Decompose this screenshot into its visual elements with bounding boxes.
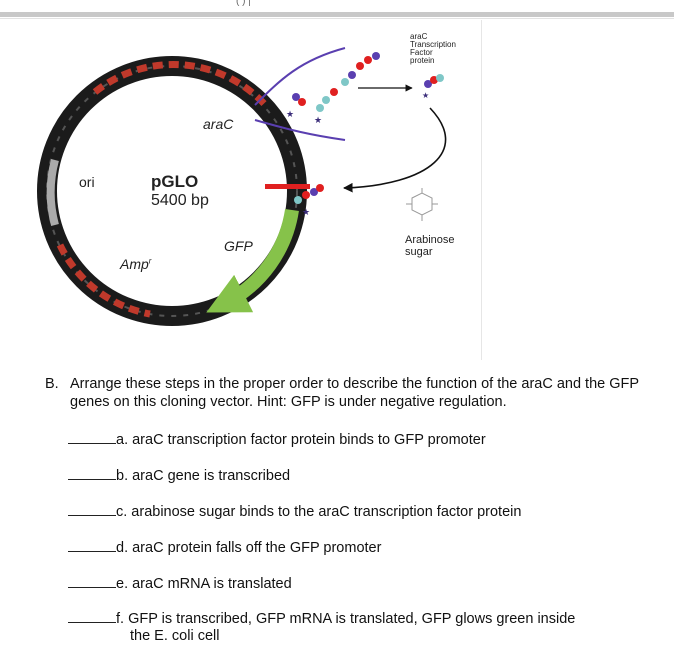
gfp-gene-arrow — [206, 208, 299, 313]
svg-text:★: ★ — [422, 91, 429, 100]
svg-text:★: ★ — [302, 207, 310, 217]
factor-label-line: protein — [410, 56, 435, 65]
arabinose-label-line: Arabinose — [405, 234, 455, 246]
question-text: Arrange these steps in the proper order … — [70, 376, 639, 410]
arrow-to-promoter — [343, 107, 447, 193]
answer-blank[interactable] — [68, 574, 116, 588]
step-item: d. araC protein falls off the GFP promot… — [68, 538, 648, 557]
arabinose-label: Arabinose sugar — [405, 234, 455, 258]
step-item: e. araC mRNA is translated — [68, 574, 648, 593]
answer-blank[interactable] — [68, 538, 116, 552]
amp-gene-label: Ampr — [120, 256, 151, 272]
step-text: b. araC gene is transcribed — [116, 468, 291, 484]
arac-gene-arc — [92, 61, 271, 111]
answer-blank[interactable] — [68, 609, 116, 623]
step-text: d. araC protein falls off the GFP promot… — [116, 540, 382, 556]
factor-label-line: araC — [410, 32, 428, 41]
plasmid-size: 5400 bp — [151, 192, 209, 209]
factor-label-line: Transcription — [410, 40, 456, 49]
svg-text:★: ★ — [286, 109, 294, 119]
step-text: a. araC transcription factor protein bin… — [116, 432, 486, 448]
gfp-promoter-bar — [265, 184, 310, 189]
pglo-plasmid-diagram: ★ ★ ★ ★ — [37, 47, 447, 326]
top-mark: ( ) | — [236, 0, 251, 7]
arabinose-label-line: sugar — [405, 246, 433, 258]
plasmid-name: pGLO — [151, 172, 199, 191]
ori-label: ori — [79, 174, 95, 190]
free-arac-protein: ★ — [422, 74, 444, 100]
step-item: f. GFP is transcribed, GFP mRNA is trans… — [68, 609, 648, 645]
step-text: c. arabinose sugar binds to the araC tra… — [116, 504, 522, 520]
amp-gene-superscript: r — [148, 256, 152, 266]
arabinose-molecule — [406, 188, 438, 221]
step-text: f. GFP is transcribed, GFP mRNA is trans… — [116, 611, 576, 627]
question-b: B. Arrange these steps in the proper ord… — [45, 375, 645, 411]
amp-gene-name: Amp — [120, 256, 149, 272]
gfp-gene-label: GFP — [224, 238, 253, 254]
answer-blank[interactable] — [68, 466, 116, 480]
arac-gene-label: araC — [203, 116, 234, 132]
amp-gene-arc — [56, 243, 151, 318]
step-text: e. araC mRNA is translated — [116, 576, 292, 592]
step-item: a. araC transcription factor protein bin… — [68, 430, 648, 449]
factor-label-line: Factor — [410, 48, 433, 57]
answer-blank[interactable] — [68, 430, 116, 444]
dna-strand — [254, 47, 346, 106]
step-text-continuation: the E. coli cell — [130, 628, 220, 644]
answer-blank[interactable] — [68, 502, 116, 516]
arac-protein-cluster: ★ ★ — [286, 52, 380, 125]
question-number: B. — [45, 376, 59, 392]
factor-label: araC Transcription Factor protein — [410, 33, 456, 65]
svg-text:★: ★ — [314, 115, 322, 125]
ori-region-arc — [46, 158, 59, 227]
step-item: c. arabinose sugar binds to the araC tra… — [68, 502, 648, 521]
top-divider-thin — [0, 18, 674, 19]
dna-strand-2 — [254, 119, 346, 141]
bound-repressor-cluster: ★ — [294, 184, 324, 217]
vertical-divider — [481, 20, 482, 360]
step-item: b. araC gene is transcribed — [68, 466, 648, 485]
top-divider — [0, 12, 674, 17]
